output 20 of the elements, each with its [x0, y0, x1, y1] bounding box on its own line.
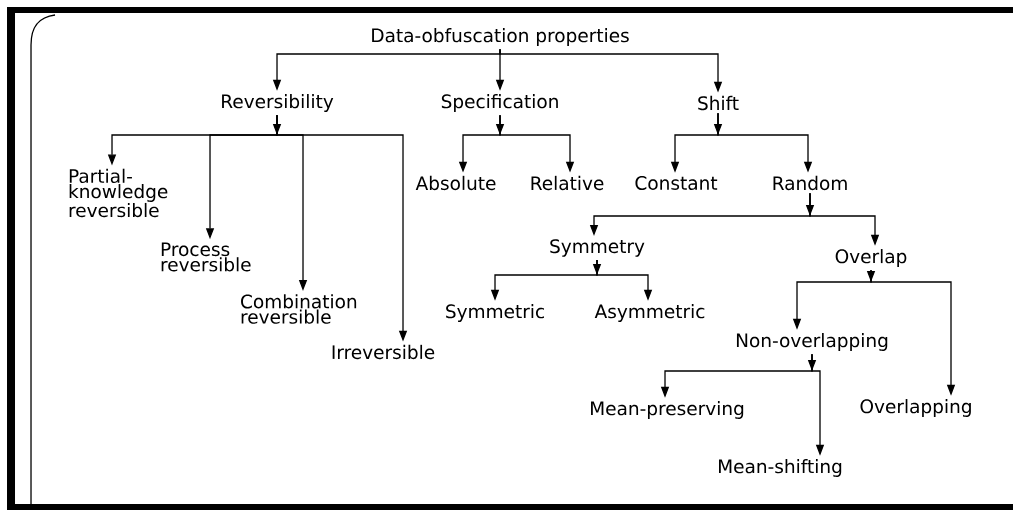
node-label: Data-obfuscation properties	[372, 28, 629, 46]
node-label: Symmetric	[446, 304, 544, 322]
node-label: Absolute	[415, 175, 496, 191]
node-label: Irreversible	[332, 344, 435, 360]
node-label: Relative	[531, 175, 604, 191]
node-label: Non-overlapping	[736, 333, 888, 351]
node-label: Shift	[698, 95, 739, 111]
node-label: Mean-shifting	[719, 459, 842, 477]
node-label: Specification	[441, 94, 558, 112]
node-label: Random	[773, 175, 847, 191]
node-label: Asymmetric	[594, 304, 705, 322]
node-label: Process reversible	[161, 242, 251, 272]
node-label: Reversibility	[222, 94, 334, 112]
node-label: Symmetry	[550, 239, 645, 257]
node-label: Partial-knowledge reversible	[69, 168, 168, 218]
node-label: Overlapping	[860, 399, 971, 417]
node-label: Overlap	[835, 249, 907, 267]
node-label: Combination reversible	[241, 294, 357, 324]
node-label: Mean-preserving	[591, 401, 744, 419]
node-label: Constant	[635, 176, 718, 190]
